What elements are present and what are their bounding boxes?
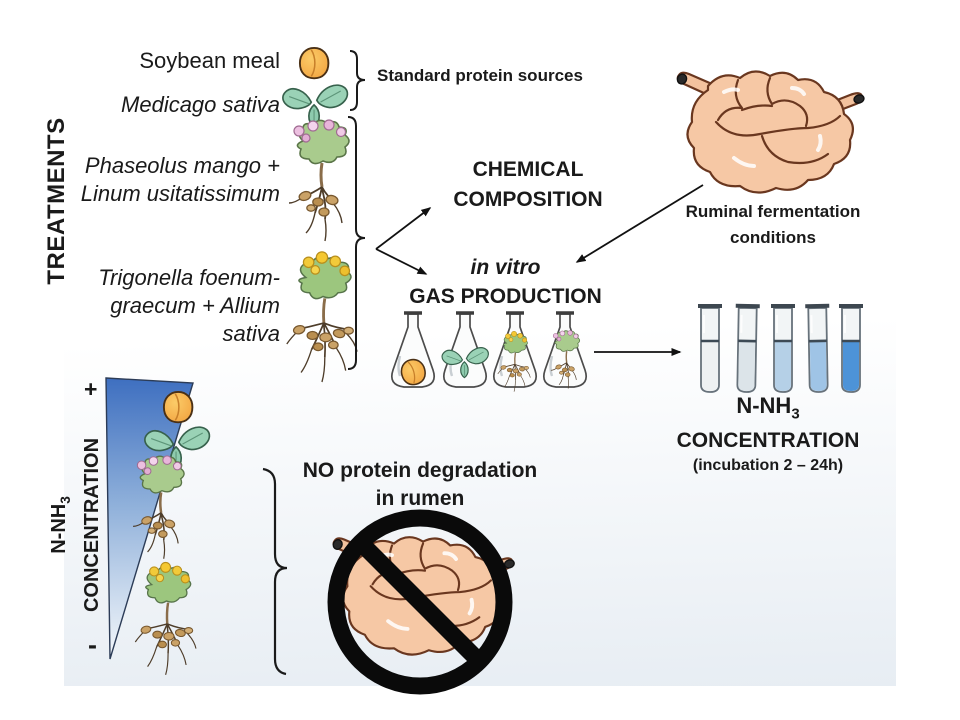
no-degradation-line2: in rumen [375, 487, 465, 510]
treatment-label-medicago: Medicago sativa [121, 92, 280, 117]
treatment-label-trigonella-line1: Trigonella foenum- [98, 265, 280, 290]
rumen-caption-line1: Ruminal fermentation [685, 202, 861, 221]
no-degradation-caption: NO protein degradation in rumen [292, 457, 548, 513]
ruminal-fermentation-caption: Ruminal fermentation conditions [666, 199, 880, 251]
treatment-label-phaseolus-line1: Phaseolus mango + [84, 153, 280, 178]
nnh3-concentration-caption: N-NH3 CONCENTRATION (incubation 2 – 24h) [658, 392, 878, 477]
in-vitro-line: in vitro [470, 256, 541, 279]
nnh3-text: N-NH [736, 393, 792, 418]
treatment-label-trigonella-line3: sativa [222, 321, 280, 346]
nnh3-axis-subscript: 3 [58, 496, 73, 504]
gradient-plus-sign: + [84, 376, 98, 402]
treatment-label-soybean: Soybean meal [139, 48, 280, 73]
gas-production-line: GAS PRODUCTION [409, 285, 602, 308]
chemical-composition-label: CHEMICAL COMPOSITION [428, 155, 628, 215]
nnh3-caption-line1: N-NH3 [658, 392, 878, 427]
treatment-label-phaseolus-line2: Linum usitatissimum [80, 181, 280, 206]
gradient-minus-sign: - [88, 630, 97, 660]
nnh3-axis-text: N-NH [48, 503, 70, 554]
rumen-caption-line2: conditions [730, 228, 816, 247]
treatment-label-trigonella-line2: graecum + Allium [110, 293, 280, 318]
chemical-line2: COMPOSITION [453, 188, 603, 211]
standard-protein-sources-label: Standard protein sources [377, 66, 583, 85]
no-degradation-line1: NO protein degradation [302, 459, 538, 482]
chemical-line1: CHEMICAL [472, 158, 584, 181]
nnh3-axis-line1: N-NH3 [46, 394, 79, 656]
nnh3-axis-label: N-NH3 CONCENTRATION [46, 394, 103, 656]
nnh3-subscript: 3 [791, 405, 800, 423]
gas-production-label: in vitro GAS PRODUCTION [403, 253, 608, 311]
incubation-caption: (incubation 2 – 24h) [692, 457, 844, 475]
nnh3-caption-line2: CONCENTRATION [676, 429, 860, 453]
treatments-axis-label: TREATMENTS [43, 117, 70, 285]
nnh3-axis-line2: CONCENTRATION [81, 437, 103, 613]
